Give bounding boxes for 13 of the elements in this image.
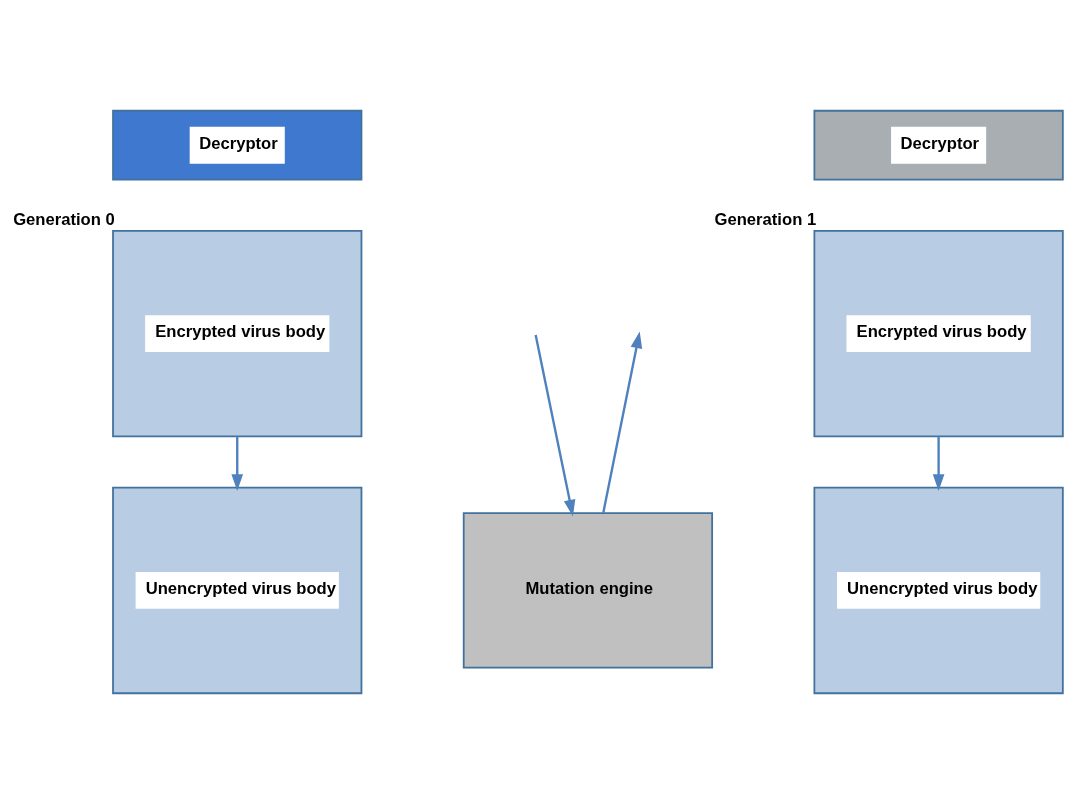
node-box: Unencrypted virus body — [112, 486, 363, 694]
node-box: Encrypted virus body — [813, 229, 1064, 437]
node-box: Encrypted virus body — [112, 229, 363, 437]
arrow — [231, 435, 244, 491]
node-box: Mutation engine — [462, 511, 714, 669]
node-label: Generation 1 — [714, 209, 817, 229]
node-label: Generation 0 — [13, 209, 115, 229]
node-box: Unencrypted virus body — [813, 486, 1064, 694]
node-box: Decryptor — [112, 109, 363, 181]
arrow — [602, 331, 643, 513]
arrow — [534, 334, 576, 516]
arrow — [932, 435, 945, 491]
node-box: Decryptor — [813, 109, 1064, 181]
